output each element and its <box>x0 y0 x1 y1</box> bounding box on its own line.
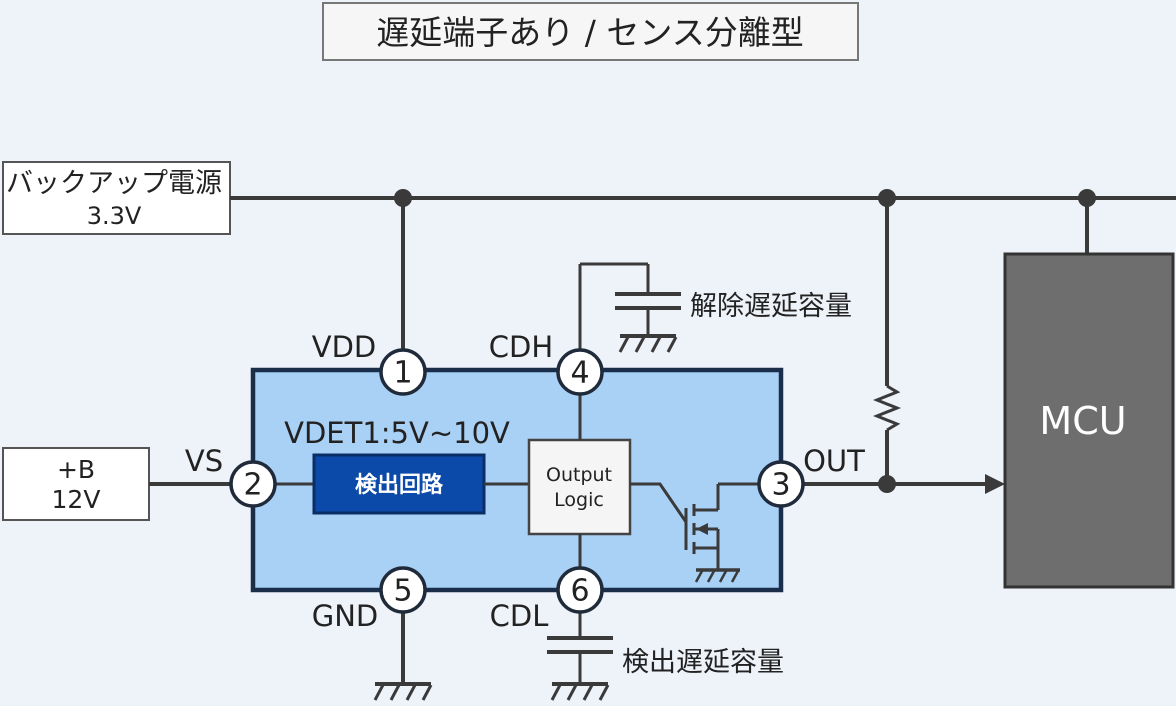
logic-label-line2: Logic <box>554 489 604 511</box>
ground-icon <box>373 682 433 701</box>
mcu-block <box>1003 252 1175 589</box>
pin-number-5: 5 <box>393 574 412 609</box>
release-delay-cap-label: 解除遅延容量 <box>690 291 852 322</box>
pin-6: 6 <box>556 566 604 614</box>
pin-1: 1 <box>379 348 427 396</box>
pin-number-3: 3 <box>771 468 790 503</box>
backup-supply-voltage: 3.3V <box>87 202 142 230</box>
pin-name-gnd: GND <box>312 599 379 633</box>
logic-to-gate-wire <box>630 482 688 523</box>
pin-2: 2 <box>229 460 277 508</box>
output-logic-block <box>527 438 632 536</box>
battery-box <box>2 447 150 521</box>
pin-number-1: 1 <box>393 356 412 391</box>
detect-delay-cap-label: 検出遅延容量 <box>622 647 784 678</box>
nmos-transistor-icon <box>684 484 720 570</box>
ground-icon <box>550 682 610 701</box>
logic-label-line1: Output <box>546 464 612 486</box>
pin-name-cdh: CDH <box>489 330 553 364</box>
backup-supply-box <box>2 161 231 235</box>
battery-label: +B <box>57 455 95 484</box>
detector-block <box>312 453 486 515</box>
pin-name-cdl: CDL <box>490 599 549 633</box>
pin-name-vdd: VDD <box>312 330 377 364</box>
pullup-resistor-icon <box>872 384 902 432</box>
pin-number-6: 6 <box>570 574 589 609</box>
mcu-label: MCU <box>1039 399 1126 443</box>
release-delay-capacitor-icon <box>615 292 681 336</box>
pin-3: 3 <box>757 460 805 508</box>
backup-supply-label: バックアップ電源 <box>6 168 222 199</box>
detector-label: 検出回路 <box>355 472 444 498</box>
pin-4: 4 <box>556 348 604 396</box>
vdet-label: VDET1:5V~10V <box>284 416 510 450</box>
ground-icon <box>694 568 740 583</box>
pin-number-2: 2 <box>243 468 262 503</box>
pin-name-vs: VS <box>185 444 223 478</box>
ground-icon <box>618 334 678 353</box>
pin-name-out: OUT <box>803 444 865 478</box>
battery-voltage: 12V <box>52 485 101 514</box>
diagram-title: 遅延端子あり / センス分離型 <box>376 13 803 52</box>
title-box <box>322 2 859 61</box>
arrow-right-icon <box>985 474 1005 494</box>
detect-delay-capacitor-icon <box>547 636 613 684</box>
pin-5: 5 <box>379 566 427 614</box>
pin-number-4: 4 <box>570 356 589 391</box>
